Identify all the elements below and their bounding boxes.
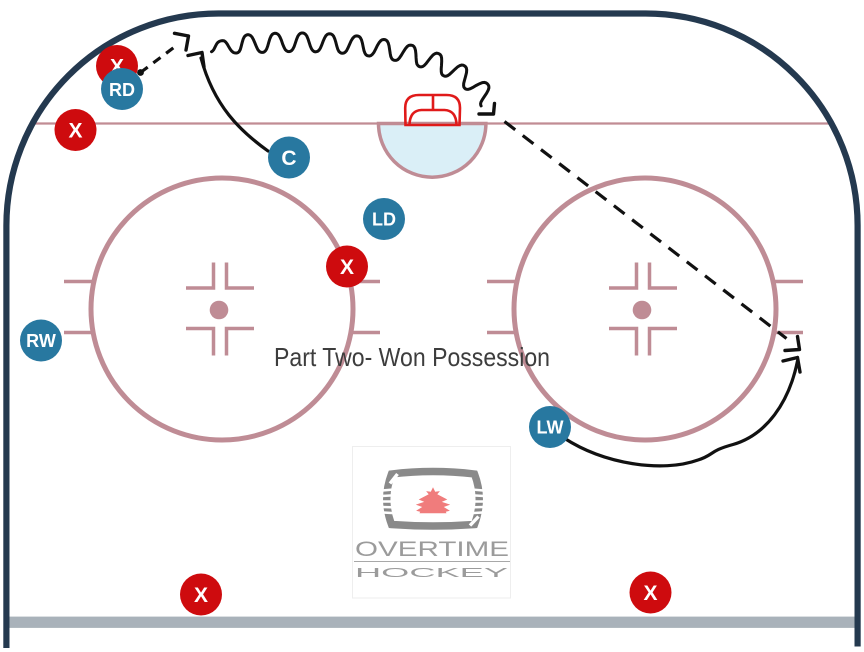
svg-text:X: X [340,256,354,279]
svg-text:Part Two- Won Possession: Part Two- Won Possession [274,342,550,372]
svg-text:C: C [281,147,296,170]
svg-text:RD: RD [109,80,135,100]
svg-text:HOCKEY: HOCKEY [355,566,510,580]
svg-text:LW: LW [537,418,564,438]
svg-text:RW: RW [26,331,56,351]
svg-text:OVERTIME: OVERTIME [355,537,509,561]
svg-text:X: X [643,582,657,605]
svg-text:X: X [194,584,208,607]
svg-text:LD: LD [372,210,396,230]
svg-text:X: X [68,120,82,143]
